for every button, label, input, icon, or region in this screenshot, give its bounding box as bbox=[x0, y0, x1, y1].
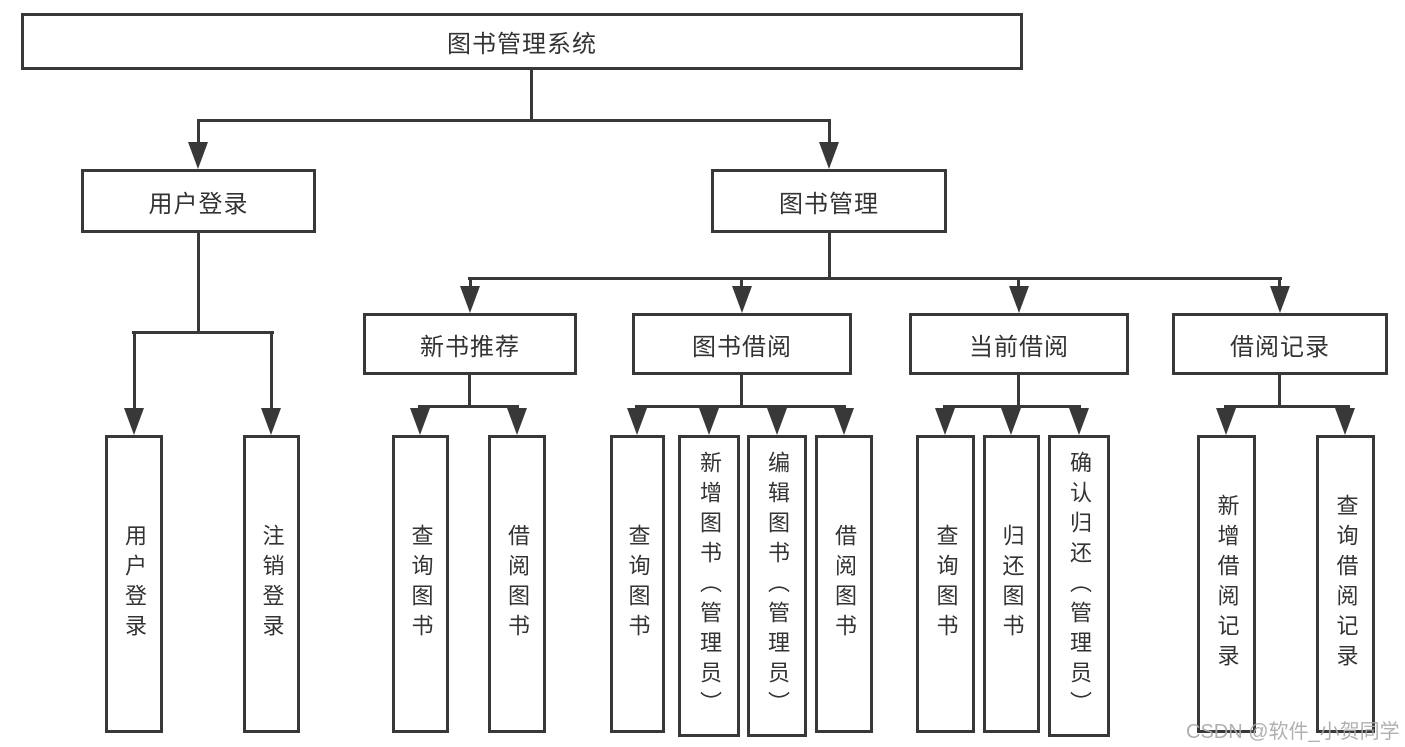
arrow-to-ul-login bbox=[124, 408, 144, 435]
leaf-bb-add: 新增图书（管理员） bbox=[678, 435, 740, 737]
leaf-nb-borrow-label: 借阅图书 bbox=[505, 524, 530, 644]
connector-borrowrecords-down bbox=[1278, 375, 1281, 408]
node-user-login: 用户登录 bbox=[81, 169, 316, 233]
leaf-br-query-label: 查询借阅记录 bbox=[1333, 494, 1359, 674]
node-book-borrow: 图书借阅 bbox=[632, 313, 852, 375]
arrow-to-book-mgmt bbox=[819, 142, 839, 169]
connector-bookmgmt-stem bbox=[828, 119, 831, 145]
node-user-login-label: 用户登录 bbox=[148, 190, 249, 218]
arrow-to-bb-borrow bbox=[834, 408, 854, 435]
node-book-mgmt-label: 图书管理 bbox=[779, 190, 879, 218]
leaf-nb-borrow: 借阅图书 bbox=[488, 435, 546, 733]
arrow-to-user-login bbox=[188, 142, 208, 169]
leaf-nb-query-label: 查询图书 bbox=[408, 524, 434, 644]
node-book-borrow-label: 图书借阅 bbox=[692, 333, 792, 361]
arrow-to-nb-borrow bbox=[507, 408, 527, 435]
node-borrow-records-label: 借阅记录 bbox=[1230, 333, 1330, 361]
connector-userlogin-stem bbox=[197, 119, 200, 145]
arrow-to-br-add bbox=[1216, 408, 1236, 435]
arrow-to-bb-add bbox=[699, 408, 719, 435]
leaf-bb-borrow-label: 借阅图书 bbox=[832, 524, 857, 644]
arrow-to-borrow-records bbox=[1270, 286, 1290, 313]
leaf-br-add-label: 新增借阅记录 bbox=[1214, 494, 1240, 674]
connector-bookborrow-stem bbox=[740, 277, 743, 289]
connector-root-stem bbox=[530, 69, 533, 122]
node-current-borrow-label: 当前借阅 bbox=[969, 333, 1069, 361]
node-new-books-label: 新书推荐 bbox=[420, 333, 520, 361]
connector-currentborrow-stem bbox=[1017, 277, 1020, 289]
arrow-to-book-borrow bbox=[732, 286, 752, 313]
connector-currentborrow-down bbox=[1017, 375, 1020, 408]
connector-bookmgmt-down bbox=[828, 233, 831, 280]
leaf-nb-query: 查询图书 bbox=[392, 435, 449, 733]
connector-bookborrow-branch bbox=[635, 405, 846, 408]
leaf-cb-confirm-label: 确认归还（管理员） bbox=[1067, 451, 1092, 721]
arrow-to-nb-query bbox=[410, 408, 430, 435]
connector-borrowrecords-branch bbox=[1224, 405, 1350, 408]
arrow-to-bb-edit bbox=[767, 408, 787, 435]
connector-level2-branch bbox=[197, 119, 831, 122]
connector-userlogin-branch bbox=[132, 331, 274, 334]
arrow-to-cb-query bbox=[935, 408, 955, 435]
leaf-bb-add-label: 新增图书（管理员） bbox=[697, 451, 722, 721]
node-current-borrow: 当前借阅 bbox=[909, 313, 1129, 375]
connector-newbooks-branch bbox=[418, 405, 519, 408]
leaf-cb-query-label: 查询图书 bbox=[933, 524, 959, 644]
node-new-books: 新书推荐 bbox=[363, 313, 577, 375]
arrow-to-cb-confirm bbox=[1069, 408, 1089, 435]
connector-newbooks-stem bbox=[469, 277, 472, 289]
leaf-cb-query: 查询图书 bbox=[916, 435, 975, 733]
node-borrow-records: 借阅记录 bbox=[1172, 313, 1388, 375]
arrow-to-current-borrow bbox=[1009, 286, 1029, 313]
arrow-to-cb-return bbox=[1001, 408, 1021, 435]
connector-level3-branch bbox=[468, 277, 1282, 280]
node-root-label: 图书管理系统 bbox=[447, 31, 597, 58]
connector-userlogin-down bbox=[197, 233, 200, 334]
leaf-ul-login: 用户登录 bbox=[105, 435, 163, 733]
leaf-bb-edit-label: 编辑图书（管理员） bbox=[765, 451, 790, 721]
connector-newbooks-down bbox=[468, 375, 471, 408]
leaf-br-add: 新增借阅记录 bbox=[1197, 435, 1256, 733]
leaf-bb-edit: 编辑图书（管理员） bbox=[747, 435, 807, 737]
leaf-ul-logout: 注销登录 bbox=[243, 435, 300, 733]
connector-currentborrow-branch bbox=[943, 405, 1081, 408]
node-root: 图书管理系统 bbox=[21, 13, 1023, 70]
connector-ul-logout-stem bbox=[270, 331, 273, 410]
leaf-br-query: 查询借阅记录 bbox=[1316, 435, 1375, 733]
arrow-to-ul-logout bbox=[261, 408, 281, 435]
csdn-watermark: CSDN @软件_小贺同学 bbox=[1186, 721, 1400, 743]
arrow-to-new-books bbox=[460, 286, 480, 313]
connector-bookborrow-down bbox=[740, 375, 743, 408]
arrow-to-br-query bbox=[1335, 408, 1355, 435]
leaf-bb-query-label: 查询图书 bbox=[625, 524, 651, 644]
leaf-cb-return: 归还图书 bbox=[983, 435, 1040, 733]
connector-ul-login-stem bbox=[133, 331, 136, 410]
leaf-bb-query: 查询图书 bbox=[610, 435, 665, 733]
leaf-cb-confirm: 确认归还（管理员） bbox=[1048, 435, 1110, 737]
node-book-mgmt: 图书管理 bbox=[711, 169, 947, 233]
connector-borrowrecords-stem bbox=[1278, 277, 1281, 289]
leaf-ul-logout-label: 注销登录 bbox=[259, 524, 285, 644]
arrow-to-bb-query bbox=[627, 408, 647, 435]
leaf-cb-return-label: 归还图书 bbox=[999, 524, 1025, 644]
leaf-bb-borrow: 借阅图书 bbox=[815, 435, 873, 733]
leaf-ul-login-label: 用户登录 bbox=[122, 524, 147, 644]
